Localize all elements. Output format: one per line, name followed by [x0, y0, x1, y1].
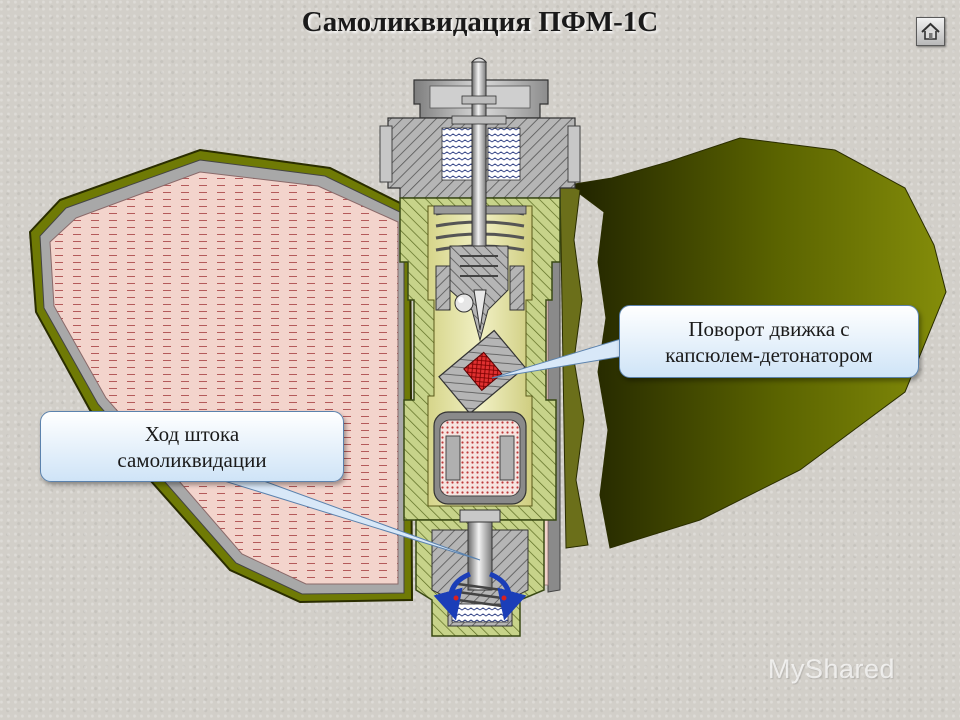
striker-rod	[471, 61, 487, 273]
liquid-explosive	[49, 171, 399, 585]
callout-slider-line-1: Поворот движка с	[688, 316, 850, 341]
callout-slider-line-2: капсюлем-детонатором	[665, 342, 873, 367]
self-destruct-rod	[467, 517, 493, 591]
rotation-arrow-right	[488, 571, 527, 621]
callout-rod-line-1: Ход штока	[144, 421, 240, 446]
home-icon	[921, 22, 940, 40]
retaining-ball	[454, 293, 474, 313]
callout-slider-rotation: Поворот движка с капсюлем-детонатором	[619, 305, 919, 378]
slide-title: Самоликвидация ПФМ-1С	[301, 6, 659, 38]
detonator-capsule	[463, 351, 503, 392]
callout-rod-line-2: самоликвидации	[117, 447, 267, 472]
lower-spring	[457, 582, 503, 608]
rotation-arrow-left	[433, 571, 472, 621]
watermark-logo: MyShared	[768, 654, 896, 684]
detonator-slider	[438, 329, 526, 415]
home-button[interactable]	[916, 17, 945, 46]
fuse-assembly	[379, 57, 581, 637]
callout-rod-travel: Ход штока самоликвидации	[40, 411, 344, 482]
